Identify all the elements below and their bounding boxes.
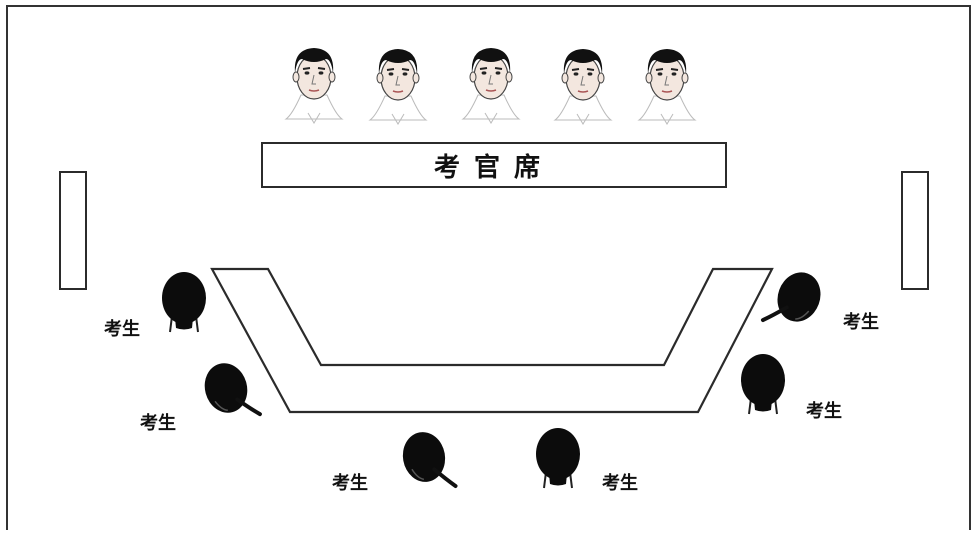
candidate-head-back-icon: [161, 271, 207, 333]
candidate-table: [210, 267, 774, 414]
candidate-label: 考生: [806, 401, 842, 422]
candidate-label: 考生: [140, 413, 176, 434]
candidate-head-back-icon: [740, 353, 786, 415]
examiner-face-icon: [285, 47, 343, 124]
examiner-face-icon: [369, 48, 427, 125]
examiner-face-icon: [638, 48, 696, 125]
diagram-frame: [6, 5, 971, 530]
candidate-head-back-icon: [760, 262, 830, 339]
candidate-label: 考生: [843, 312, 879, 333]
candidate-head-back-icon: [396, 425, 458, 497]
examiner-table: [261, 142, 727, 188]
left-pillar: [59, 171, 87, 290]
candidate-head-back-icon: [197, 355, 262, 429]
examiner-face-icon: [462, 47, 520, 124]
right-pillar: [901, 171, 929, 290]
candidate-label: 考生: [104, 319, 140, 340]
candidate-head-back-icon: [535, 427, 581, 489]
candidate-label: 考生: [602, 473, 638, 494]
candidate-label: 考生: [332, 473, 368, 494]
examiner-table-label: 考官席: [433, 152, 554, 183]
examiner-face-icon: [554, 48, 612, 125]
